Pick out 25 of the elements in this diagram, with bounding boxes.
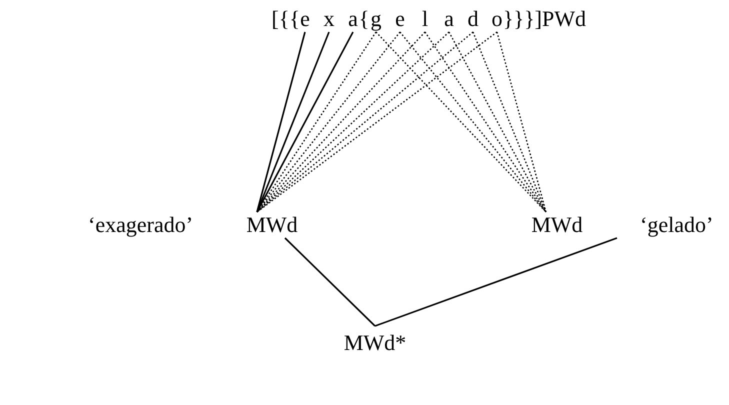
- gloss-text: ‘gelado’: [640, 212, 714, 238]
- word-label: MWd: [531, 212, 583, 238]
- segment-letter: d: [468, 6, 478, 32]
- bracket-text: [{{: [272, 6, 300, 32]
- segment-letter: a: [348, 6, 358, 32]
- segment-letter: e: [300, 6, 310, 32]
- dotted-association-line: [472, 32, 547, 212]
- segment-letter: g: [370, 6, 382, 32]
- association-line: [374, 237, 618, 327]
- segment-letter: l: [422, 6, 428, 32]
- bracket-text: {: [358, 6, 370, 32]
- segment-letter: x: [324, 6, 334, 32]
- dotted-association-line: [424, 32, 547, 212]
- association-line: [256, 32, 354, 212]
- word-label: MWd*: [344, 330, 406, 356]
- segment-letter: o: [492, 6, 502, 32]
- association-line: [256, 32, 330, 212]
- word-label: MWd: [246, 212, 298, 238]
- segment-letter: e: [395, 6, 405, 32]
- bracket-text: }}}]PWd: [503, 6, 586, 32]
- segment-letter: a: [444, 6, 454, 32]
- dotted-association-line: [496, 32, 547, 212]
- association-line: [256, 32, 306, 212]
- association-line: [284, 237, 376, 327]
- gloss-text: ‘exagerado’: [88, 212, 194, 238]
